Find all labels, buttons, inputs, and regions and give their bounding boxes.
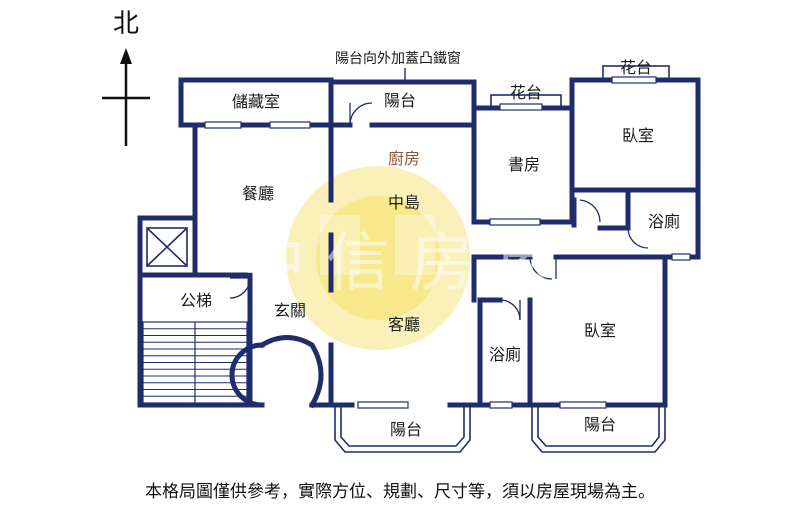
balcony-right-outline bbox=[531, 405, 666, 453]
room-entrance-label: 玄關 bbox=[274, 301, 306, 320]
room-bedroom-top-label: 臥室 bbox=[622, 126, 654, 145]
watermark-text: 中 信 房 屋 bbox=[241, 227, 558, 301]
north-label: 北 bbox=[113, 9, 139, 39]
room-balcony-left-label: 陽台 bbox=[390, 420, 422, 439]
windows bbox=[204, 76, 691, 409]
watermark-logo bbox=[286, 166, 470, 350]
room-dining-label: 餐廳 bbox=[242, 184, 274, 203]
flower-bed-study-label: 花台 bbox=[510, 83, 542, 102]
room-balcony-right-label: 陽台 bbox=[584, 415, 616, 434]
room-balcony-top-label: 陽台 bbox=[384, 91, 416, 110]
disclaimer-text: 本格局圖僅供參考，實際方位、規劃、尺寸等，須以房屋現場為主。 bbox=[145, 482, 655, 502]
elevator-shaft-icon bbox=[146, 227, 188, 267]
doors bbox=[229, 102, 649, 321]
room-island-label: 中島 bbox=[388, 193, 420, 212]
balcony-annotation: 陽台向外加蓋凸鐵窗 bbox=[335, 50, 461, 67]
room-bathroom-bottom-label: 浴廁 bbox=[489, 345, 521, 364]
room-bathroom-top-label: 浴廁 bbox=[648, 212, 680, 231]
north-compass-icon bbox=[102, 48, 150, 146]
room-kitchen-label: 廚房 bbox=[388, 149, 420, 168]
flower-bed-bedroom-label: 花台 bbox=[620, 58, 652, 77]
balcony-left-outline bbox=[334, 405, 471, 453]
room-bedroom-bottom-label: 臥室 bbox=[584, 321, 616, 340]
room-living-label: 客廳 bbox=[388, 315, 420, 334]
room-study-label: 書房 bbox=[508, 155, 540, 174]
entrance-bay-left bbox=[229, 342, 265, 408]
staircase-icon bbox=[142, 321, 248, 404]
entrance-bay bbox=[258, 335, 324, 409]
room-elevator-label: 公梯 bbox=[180, 291, 212, 310]
room-storage-label: 儲藏室 bbox=[232, 92, 280, 111]
